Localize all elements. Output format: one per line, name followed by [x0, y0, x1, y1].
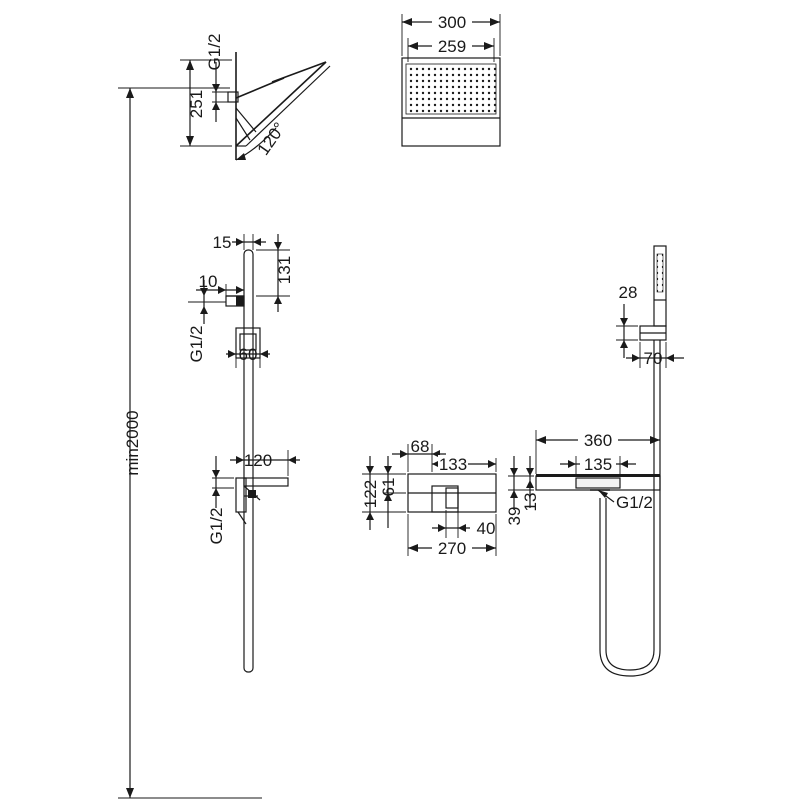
tray-height-label: 39	[505, 507, 524, 526]
tray-front-view: 360 135 39 13 G1/2	[505, 430, 661, 526]
tray-inner-label: 135	[584, 455, 612, 474]
bar-offset-label: 15	[213, 233, 232, 252]
tray-lip-label: 13	[521, 493, 540, 512]
head-width-outer-label: 300	[438, 13, 466, 32]
overhead-shower-front-view: 300 259	[401, 12, 501, 147]
shelf-thread-label: G1/2	[207, 508, 226, 545]
mixer-knob-label: 40	[477, 519, 496, 538]
arm-offset-label: 10	[199, 272, 218, 291]
tray-width-label: 360	[584, 431, 612, 450]
total-height-label: min2000	[123, 410, 142, 475]
top-thread-label: G1/2	[205, 34, 224, 71]
shelf-side-view: 120 G1/2	[207, 450, 300, 544]
arm-height-label: 131	[275, 256, 294, 284]
mixer-inner-height-label: 61	[379, 478, 398, 497]
mid-width-label: 60	[239, 345, 258, 364]
hose-thread-label: G1/2	[616, 493, 653, 512]
overhead-shower-side-view: 251 G1/2 120°	[180, 34, 331, 161]
head-height-label: 251	[187, 90, 206, 118]
shelf-width-label: 120	[244, 451, 272, 470]
mixer-front-view: 68 133 122 61 40 270	[361, 437, 497, 558]
mid-thread-label: G1/2	[187, 326, 206, 363]
hand-holder-width-label: 70	[644, 349, 663, 368]
head-width-inner-label: 259	[438, 37, 466, 56]
total-height-dimension: min2000	[118, 87, 262, 799]
mixer-width-label: 270	[438, 539, 466, 558]
mixer-center-label: 133	[439, 455, 467, 474]
riser-rail-side-view: 15 131 10 G1/2 60	[187, 233, 294, 673]
mixer-offset-label: 68	[411, 437, 430, 456]
hand-shower-view: 28 70	[599, 245, 684, 677]
hand-holder-height-label: 28	[619, 283, 638, 302]
mixer-height-label: 122	[361, 480, 380, 508]
